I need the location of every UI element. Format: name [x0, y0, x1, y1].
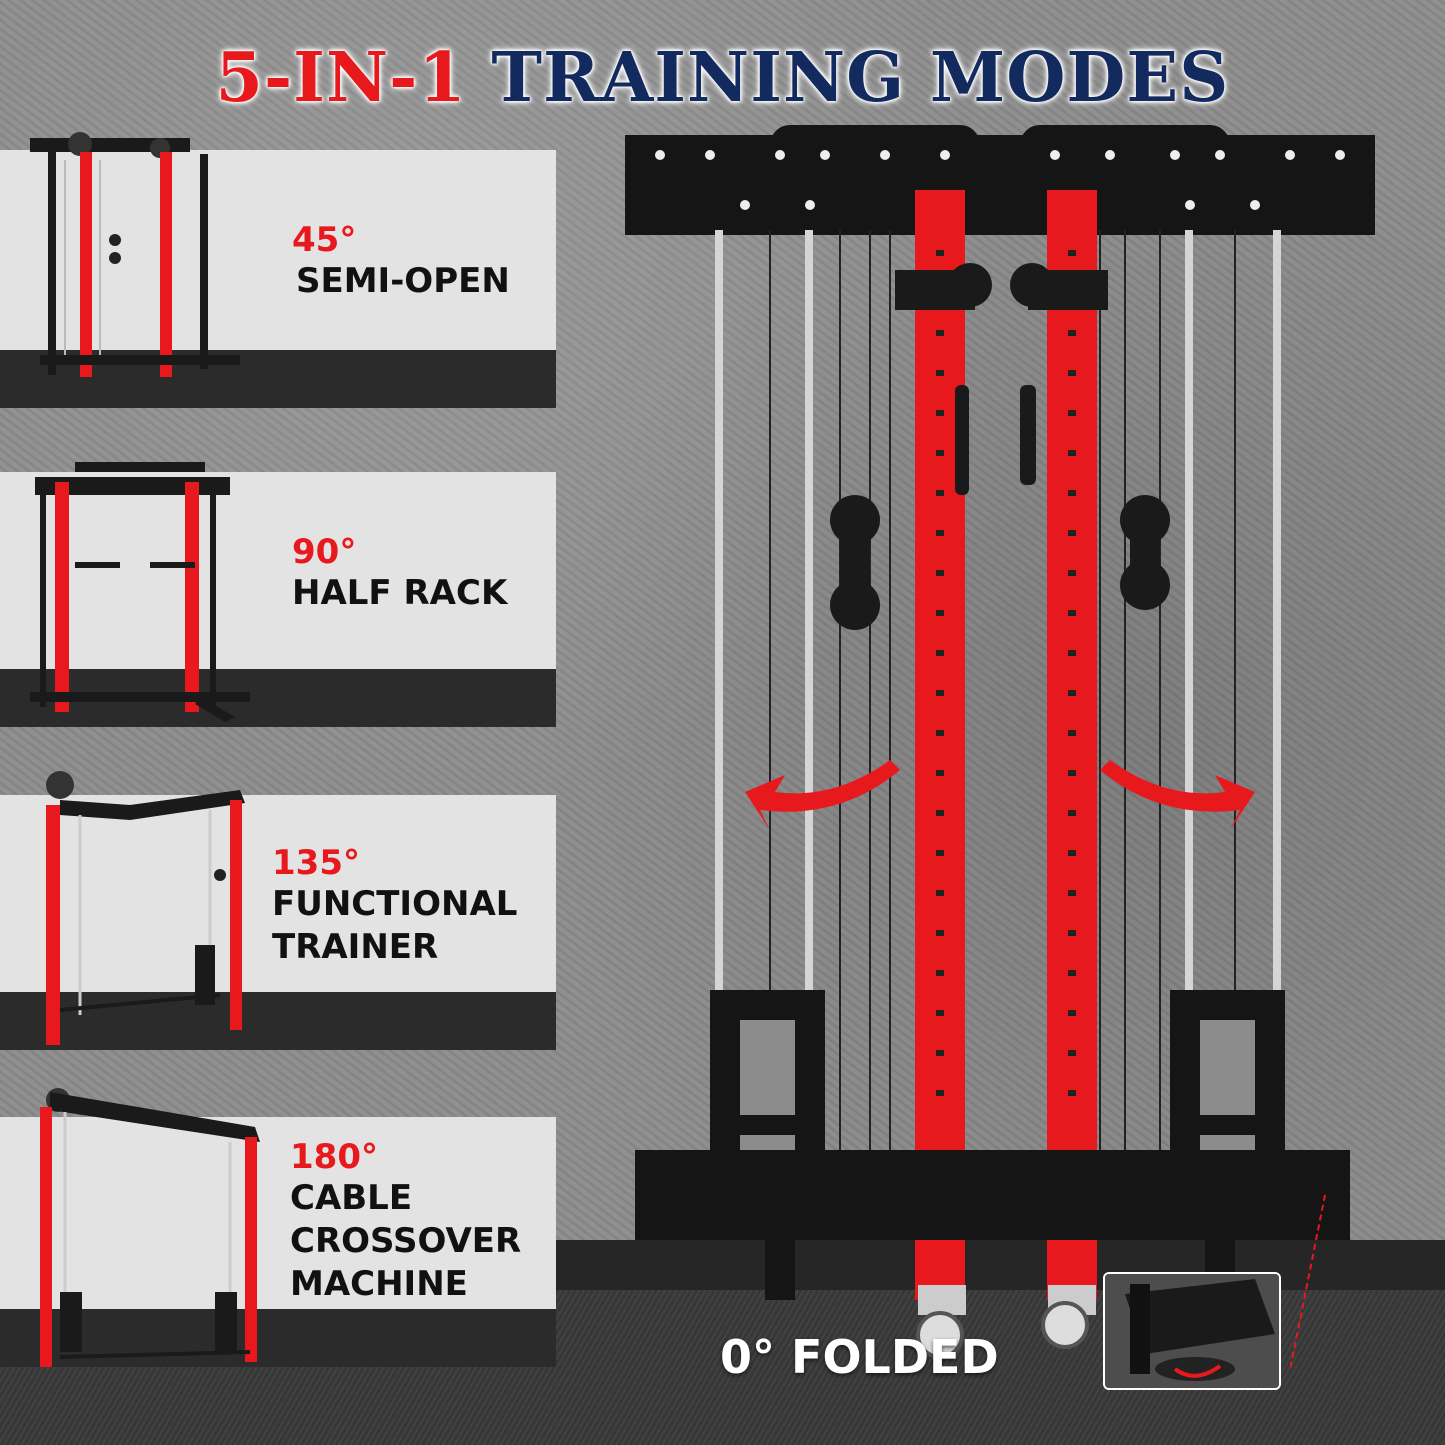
- mode-degree: 135°: [272, 843, 360, 883]
- caster-wheel-icon: [916, 1285, 1096, 1359]
- rotate-left-arrow-icon: [745, 760, 900, 830]
- rack-thumbnail-semi-open: [30, 132, 240, 377]
- folded-mode-label: 0° FOLDED: [720, 1330, 999, 1384]
- headline: 5-IN-1 TRAINING MODES: [0, 38, 1445, 118]
- mode-panel-cable-crossover: 180° CABLE CROSSOVER MACHINE: [0, 1088, 556, 1377]
- caster-detail-inset: [1103, 1272, 1281, 1390]
- folded-rack-illustration: [625, 125, 1375, 1370]
- mode-panel-half-rack: 90° HALF RACK: [0, 462, 556, 737]
- rack-thumbnail-functional-trainer: [46, 771, 245, 1045]
- rotate-right-arrow-icon: [1100, 760, 1255, 830]
- headline-count: 5-IN-1: [215, 38, 467, 118]
- mode-panel-functional-trainer: 135° FUNCTIONAL TRAINER: [0, 771, 556, 1060]
- caster-detail-image: [1105, 1274, 1279, 1388]
- mode-degree: 180°: [290, 1137, 378, 1177]
- headline-title: TRAINING MODES: [491, 38, 1230, 118]
- mode-name: SEMI-OPEN: [296, 261, 510, 301]
- mode-degree: 45°: [292, 220, 357, 260]
- mode-name: FUNCTIONAL TRAINER: [272, 884, 518, 967]
- rack-thumbnail-cable-crossover: [40, 1088, 260, 1367]
- mode-name: CABLE CROSSOVER MACHINE: [290, 1178, 522, 1304]
- rack-thumbnail-half-rack: [30, 462, 250, 722]
- mode-name: HALF RACK: [292, 573, 508, 613]
- mode-panel-semi-open: 45° SEMI-OPEN: [0, 132, 556, 410]
- mode-degree: 90°: [292, 532, 357, 572]
